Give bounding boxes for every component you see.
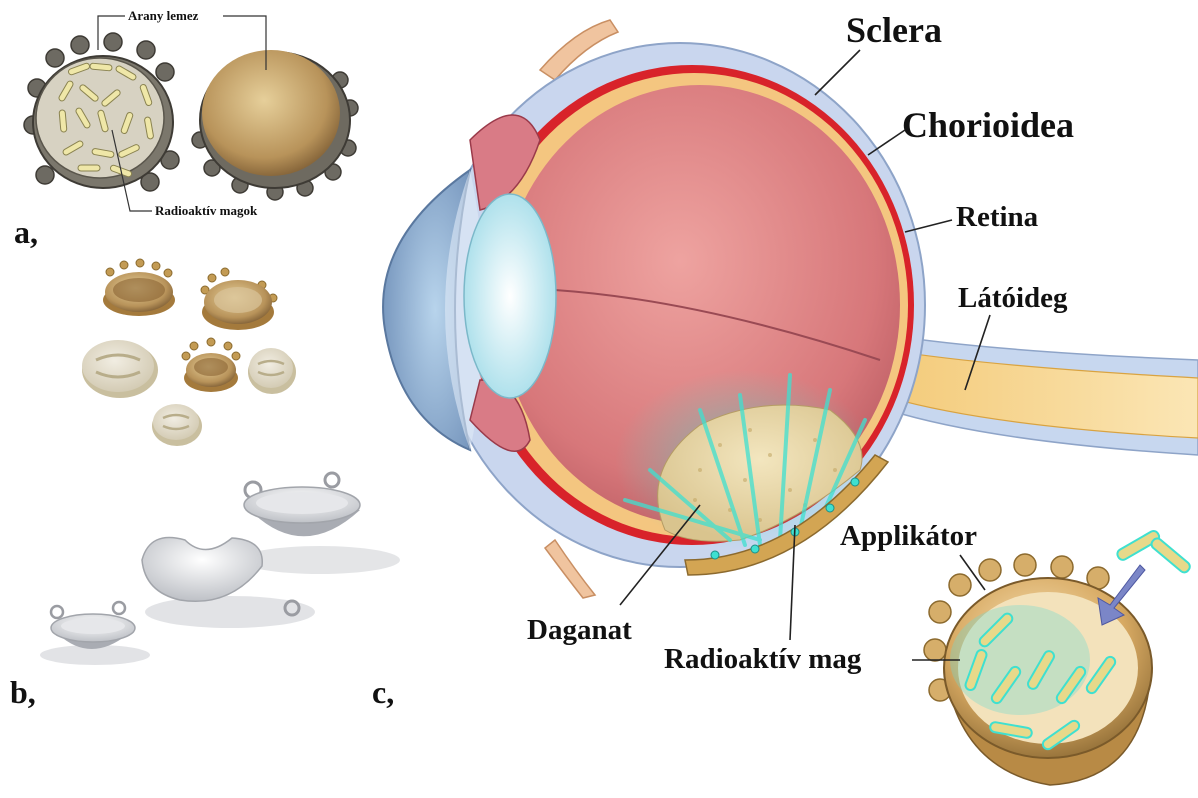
lens — [464, 194, 556, 398]
label-tumor: Daganat — [527, 614, 632, 646]
gold-cup-1 — [103, 259, 175, 316]
label-gold-plate: Arany lemez — [128, 8, 199, 23]
label-radioactive-seed: Radioaktív mag — [664, 643, 862, 675]
applicator-gold-plate — [192, 50, 358, 200]
panel-a: Arany lemez Radioaktív magok a, — [14, 8, 358, 250]
panel-label-b: b, — [10, 674, 36, 710]
silver-applicator-large — [240, 473, 400, 574]
label-sclera: Sclera — [846, 10, 942, 50]
gold-cup-3 — [182, 338, 240, 392]
light-disc-1 — [82, 340, 158, 398]
panel-c: Sclera Chorioidea Retina Látóideg Applik… — [372, 10, 1198, 785]
label-applicator: Applikátor — [840, 520, 977, 552]
panel-label-a: a, — [14, 214, 38, 250]
panel-b: b, — [10, 259, 400, 710]
label-retina: Retina — [956, 201, 1039, 233]
label-optic-nerve: Látóideg — [958, 282, 1068, 314]
label-radioactive-seeds: Radioaktív magok — [155, 203, 258, 218]
panel-label-c: c, — [372, 674, 394, 710]
loose-seeds — [1116, 529, 1192, 574]
leader-choroid — [868, 130, 905, 155]
gold-cup-2 — [201, 268, 277, 330]
light-disc-3 — [152, 404, 202, 446]
applicator-detail — [924, 529, 1192, 785]
applicator-with-seeds — [24, 33, 179, 191]
light-disc-2 — [248, 348, 296, 394]
label-choroid: Chorioidea — [902, 105, 1074, 145]
silver-applicator-small — [40, 602, 150, 665]
leader-sclera — [815, 50, 860, 95]
